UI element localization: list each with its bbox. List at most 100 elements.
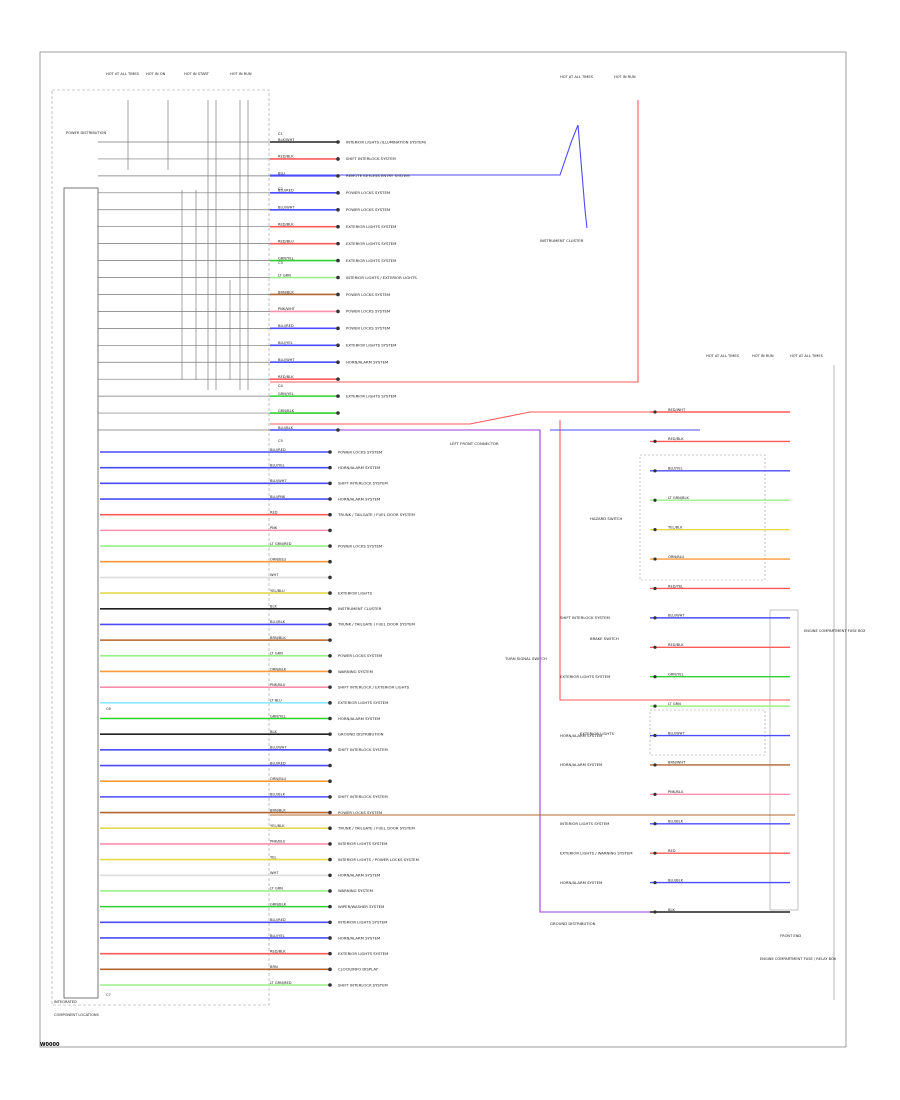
top-circuit-destination: POWER LOCKS SYSTEM (346, 190, 390, 195)
top-circuit-destination: POWER LOCKS SYSTEM (346, 326, 390, 331)
right-circuit-terminal (653, 439, 657, 444)
connector-c5: C5 (278, 439, 283, 443)
right-circuit-terminal (653, 586, 657, 591)
bottom-circuit-terminal (328, 763, 332, 768)
top-circuit-destination: EXTERIOR LIGHTS SYSTEM (346, 258, 396, 263)
bottom-circuit-destination: TRUNK / TAILGATE / FUEL DOOR SYSTEM (337, 826, 415, 831)
bottom-circuit-destination: HORN/ALARM SYSTEM (338, 465, 380, 470)
right-circuit-color-label: BLU/YEL (668, 467, 683, 471)
bottom-circuit-destination: HORN/ALARM SYSTEM (338, 716, 380, 721)
fuse-label-8: HOT IN RUN (752, 354, 774, 358)
bottom-circuit-terminal (328, 889, 332, 893)
top-circuit-color-label: PNK/WHT (278, 307, 296, 311)
right-circuit-color-label: BLU/BLK (668, 820, 684, 824)
left-module-top-label: POWER DISTRIBUTION (66, 131, 106, 135)
top-circuit-color-label: BLU (278, 172, 285, 176)
bottom-circuit-color-label: BLU/RED (270, 761, 286, 765)
right-circuit-terminal (653, 410, 657, 414)
right-circuit-color-label: RED/WHT (668, 408, 686, 412)
sub-component-4: EXTERIOR LIGHTS (580, 731, 615, 736)
right-module-top-label: ENGINE COMPARTMENT FUSE BOX (804, 629, 866, 633)
sub-component-6: LEFT FRONT CONNECTOR (450, 441, 499, 446)
bottom-circuit-destination: INTERIOR LIGHTS SYSTEM (338, 920, 387, 925)
left-module-bottom-label: INTEGRATED (54, 1000, 77, 1004)
bottom-circuit-terminal (328, 795, 332, 799)
bottom-circuit-destination: WARNING SYSTEM (338, 888, 373, 893)
bottom-circuit-destination: SHIFT INTERLOCK / EXTERIOR LIGHTS (338, 684, 410, 689)
right-circuit-destination: HORN/ALARM SYSTEM (560, 880, 602, 885)
right-circuit-terminal (653, 498, 657, 502)
top-circuit-terminal (336, 411, 340, 415)
bottom-circuit-color-label: GRN/YEL (270, 714, 286, 718)
bottom-circuit-color-label: WHT (270, 871, 279, 875)
top-circuit-color-label: RED/BLK (278, 375, 294, 379)
bottom-circuit-destination: SHIFT INTERLOCK SYSTEM (338, 481, 388, 486)
top-circuit-color-label: BLU/RED (278, 324, 294, 328)
bottom-circuit-terminal (328, 810, 332, 815)
top-circuit-terminal (336, 292, 340, 297)
top-circuit-terminal (336, 258, 340, 263)
bottom-circuit-color-label: GRN/BLK (270, 902, 287, 906)
bottom-circuit-terminal (328, 591, 332, 595)
bottom-circuit-terminal (328, 528, 332, 533)
bottom-circuit-color-label: RED (270, 511, 278, 515)
hazard-switch-box (639, 454, 766, 581)
top-circuit-terminal (336, 140, 340, 144)
top-circuit-terminal (336, 174, 340, 178)
bottom-circuit-color-label: BLK (270, 605, 277, 609)
right-circuit-terminal (653, 880, 657, 885)
bottom-circuit-destination: GROUND DISTRIBUTION (338, 731, 384, 736)
bottom-circuit-destination: HORN/ALARM SYSTEM (338, 873, 380, 878)
bottom-circuit-color-label: YEL/BLU (270, 589, 285, 593)
right-circuit-terminal (653, 528, 657, 532)
right-circuit-color-label: ORN/BLU (668, 555, 685, 559)
right-circuit-color-label: RED (668, 849, 676, 853)
top-circuit-terminal (336, 275, 340, 280)
bottom-circuit-terminal (328, 622, 332, 627)
bottom-circuit-terminal (328, 606, 332, 611)
top-circuit-destination: HORN/ALARM SYSTEM (346, 360, 388, 365)
right-circuit-color-label: PNK/BLU (668, 790, 684, 794)
top-circuit-destination: POWER LOCKS SYSTEM (346, 292, 390, 297)
top-circuit-color-label: BLU/BLK (278, 426, 294, 430)
crossing-runs (270, 411, 795, 913)
fuse-label-3: HOT IN START (184, 72, 210, 76)
right-circuit-terminal (653, 616, 657, 620)
right-circuit-terminal (653, 675, 657, 679)
bottom-circuit-color-label: PNK/BLU (270, 683, 286, 687)
top-circuit-destination: POWER LOCKS SYSTEM (346, 207, 390, 212)
right-circuit-color-label: BLU/WHT (668, 614, 685, 618)
top-circuit-color-label: GRN/YEL (278, 256, 294, 260)
bottom-circuit-terminal (328, 983, 332, 987)
bottom-circuit-color-label: BLU/PNK (270, 495, 286, 499)
top-circuit-color-label: BLK/WHT (278, 138, 295, 142)
connector-c6: C6 (106, 707, 112, 711)
right-circuit-destination: EXTERIOR LIGHTS SYSTEM (560, 674, 610, 679)
bottom-circuit-color-label: WHT (270, 573, 279, 577)
bottom-circuit-destination: TRUNK / TAILGATE / FUEL DOOR SYSTEM (337, 622, 415, 627)
bottom-circuit-terminal (328, 450, 332, 454)
right-circuit-terminal (653, 792, 657, 796)
bottom-circuit-destination: SHIFT INTERLOCK SYSTEM (338, 747, 388, 752)
sub-component-7: GROUND DISTRIBUTION (550, 921, 596, 926)
bottom-circuit-terminal (328, 967, 332, 972)
bottom-circuit-color-label: ORN/BLK (270, 667, 287, 671)
right-circuit-terminal (653, 763, 657, 767)
top-circuit-destination: REMOTE KEYLESS ENTRY SYSTEM (346, 173, 410, 178)
fuse-label-7: HOT AT ALL TIMES (706, 354, 740, 358)
right-circuit-terminal (653, 557, 657, 561)
bottom-circuit-color-label: BLU/BLK (270, 793, 286, 797)
bottom-circuit-color-label: LT GRN (270, 887, 283, 891)
bottom-circuit-terminal (328, 904, 332, 909)
fuse-label-9: HOT AT ALL TIMES (790, 354, 824, 358)
right-circuit-color-label: YEL/BLK (668, 525, 683, 529)
bottom-circuit-color-label: YEL/BLK (270, 824, 285, 828)
bottom-circuit-terminal (328, 873, 332, 878)
bottom-circuit-color-label: RED/BLK (270, 949, 286, 953)
bottom-circuit-terminal (328, 465, 332, 470)
bottom-circuit-destination: WARNING SYSTEM (338, 669, 373, 674)
bottom-circuit-color-label: PNK/BLU (270, 840, 286, 844)
sub-component-2: HAZARD SWITCH (590, 516, 622, 521)
bottom-circuit-color-label: BRN/BLK (270, 808, 286, 812)
sub-component-3: BRAKE SWITCH (590, 636, 619, 641)
